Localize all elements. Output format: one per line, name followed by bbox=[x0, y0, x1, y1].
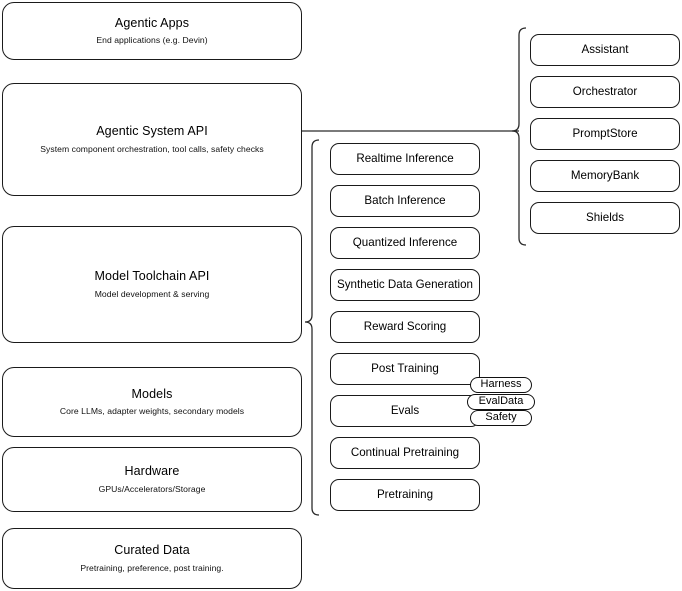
evals-pill-label: EvalData bbox=[478, 395, 524, 408]
service-box-label: Synthetic Data Generation bbox=[337, 277, 473, 291]
service-box-shields[interactable]: Shields bbox=[530, 202, 680, 234]
service-box-assistant[interactable]: Assistant bbox=[530, 34, 680, 66]
service-box-label: Continual Pretraining bbox=[350, 445, 460, 459]
service-box-promptstore[interactable]: PromptStore bbox=[530, 118, 680, 150]
service-box-synthetic-data-generation[interactable]: Synthetic Data Generation bbox=[330, 269, 480, 301]
service-box-continual-pretraining[interactable]: Continual Pretraining bbox=[330, 437, 480, 469]
service-box-evals[interactable]: Evals bbox=[330, 395, 480, 427]
service-box-quantized-inference[interactable]: Quantized Inference bbox=[330, 227, 480, 259]
service-box-label: Orchestrator bbox=[572, 84, 638, 98]
service-box-label: Assistant bbox=[581, 42, 629, 56]
evals-pill-label: Harness bbox=[480, 378, 522, 391]
stack-layer-title: Hardware bbox=[124, 464, 180, 479]
stack-layer-title: Agentic Apps bbox=[114, 15, 190, 30]
service-box-label: PromptStore bbox=[572, 126, 638, 140]
stack-layer-title: Agentic System API bbox=[96, 124, 208, 139]
service-box-label: Pretraining bbox=[376, 487, 434, 501]
service-box-label: Quantized Inference bbox=[352, 235, 458, 249]
stack-layer-title: Model Toolchain API bbox=[94, 269, 210, 284]
service-box-reward-scoring[interactable]: Reward Scoring bbox=[330, 311, 480, 343]
service-box-post-training[interactable]: Post Training bbox=[330, 353, 480, 385]
service-box-batch-inference[interactable]: Batch Inference bbox=[330, 185, 480, 217]
stack-layer-subtitle: System component orchestration, tool cal… bbox=[40, 143, 264, 154]
stack-layer-subtitle: GPUs/Accelerators/Storage bbox=[98, 483, 206, 494]
evals-pill-safety[interactable]: Safety bbox=[470, 410, 532, 426]
stack-layer-title: Curated Data bbox=[114, 543, 190, 558]
service-box-orchestrator[interactable]: Orchestrator bbox=[530, 76, 680, 108]
stack-layer-subtitle: Pretraining, preference, post training. bbox=[80, 562, 224, 573]
service-box-label: MemoryBank bbox=[570, 168, 640, 182]
service-box-pretraining[interactable]: Pretraining bbox=[330, 479, 480, 511]
service-box-memorybank[interactable]: MemoryBank bbox=[530, 160, 680, 192]
evals-pill-label: Safety bbox=[485, 411, 517, 424]
stack-layer-subtitle: End applications (e.g. Devin) bbox=[96, 35, 208, 46]
service-box-label: Reward Scoring bbox=[363, 319, 447, 333]
evals-pill-evaldata[interactable]: EvalData bbox=[467, 394, 535, 410]
service-box-label: Batch Inference bbox=[364, 193, 446, 207]
stack-layer-subtitle: Model development & serving bbox=[94, 288, 210, 299]
stack-layer-model-toolchain-api[interactable]: Model Toolchain API Model development & s… bbox=[2, 226, 302, 343]
service-box-label: Post Training bbox=[371, 361, 439, 375]
evals-pill-harness[interactable]: Harness bbox=[470, 377, 532, 393]
service-box-label: Evals bbox=[390, 403, 420, 417]
stack-layer-title: Models bbox=[131, 386, 173, 401]
service-box-realtime-inference[interactable]: Realtime Inference bbox=[330, 143, 480, 175]
stack-layer-subtitle: Core LLMs, adapter weights, secondary mo… bbox=[59, 406, 245, 417]
stack-layer-agentic-system-api[interactable]: Agentic System API System component orche… bbox=[2, 83, 302, 196]
service-box-label: Realtime Inference bbox=[356, 151, 454, 165]
service-box-label: Shields bbox=[585, 210, 625, 224]
